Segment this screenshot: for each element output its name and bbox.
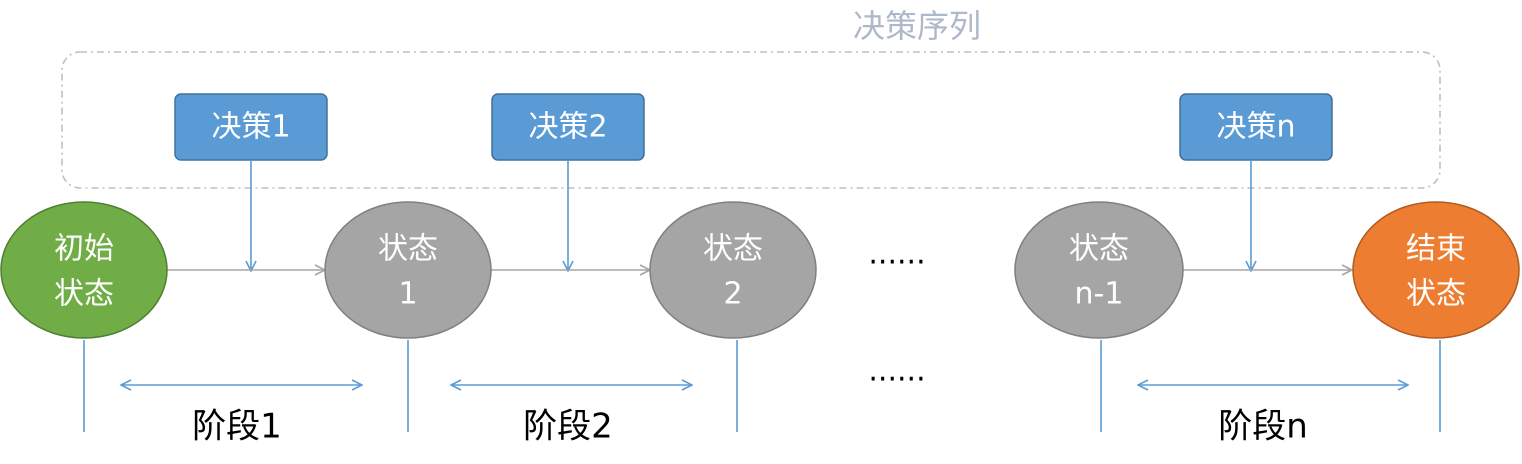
state-1-line1: 状态 — [378, 232, 438, 267]
state-1-line2: 1 — [398, 277, 417, 312]
decision-2-box: 决策2 — [491, 93, 645, 161]
stage-n-label: 阶段n — [1218, 407, 1308, 447]
decision-2-label: 决策2 — [528, 110, 607, 145]
state-2-line1: 状态 — [703, 232, 763, 267]
state-2-line2: 2 — [723, 277, 742, 312]
start-state-line2: 状态 — [54, 277, 114, 312]
state-2-node: 状态 2 — [649, 201, 817, 339]
decision-1-box: 决策1 — [174, 93, 328, 161]
state-1-node: 状态 1 — [324, 201, 492, 339]
decision-n-box: 决策n — [1179, 93, 1333, 161]
state-n-minus-1-node: 状态 n-1 — [1014, 201, 1184, 339]
end-state-node: 结束 状态 — [1352, 201, 1520, 339]
end-state-line2: 状态 — [1406, 277, 1466, 312]
start-state-line1: 初始 — [54, 232, 114, 267]
state-n-minus-1-line1: 状态 — [1069, 232, 1129, 267]
decision-n-label: 决策n — [1216, 110, 1295, 145]
start-state-node: 初始 状态 — [0, 201, 168, 339]
decision-sequence-title: 决策序列 — [853, 7, 981, 45]
ellipsis-top: ...... — [868, 237, 925, 272]
ellipsis-bottom: ...... — [868, 354, 925, 389]
stage-2-label: 阶段2 — [523, 407, 613, 447]
decision-1-label: 决策1 — [211, 110, 290, 145]
state-n-minus-1-line2: n-1 — [1075, 277, 1124, 312]
decision-sequence-frame — [61, 51, 1441, 189]
end-state-line1: 结束 — [1406, 232, 1466, 267]
stage-1-label: 阶段1 — [192, 407, 282, 447]
